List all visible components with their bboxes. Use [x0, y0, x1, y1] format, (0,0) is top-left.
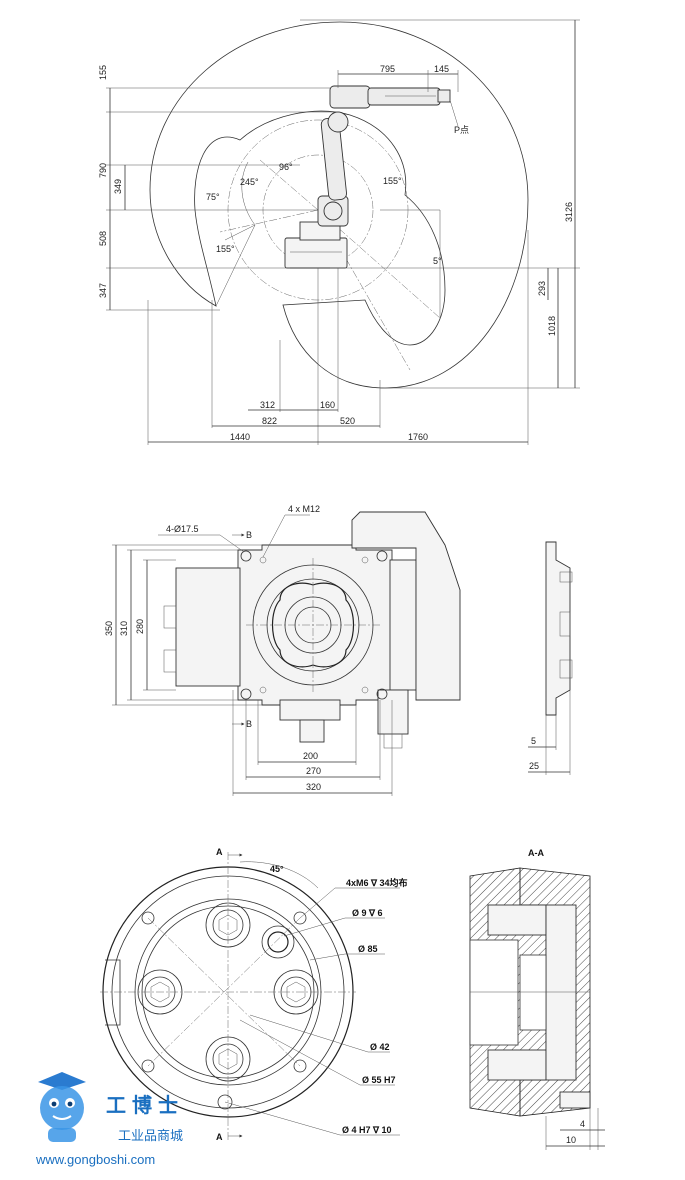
- bolt-hole-br: [376, 688, 388, 700]
- callout-d55: Ø 55 H7: [362, 1075, 396, 1085]
- dim-10: 10: [566, 1135, 576, 1145]
- section-title: A-A: [528, 848, 544, 858]
- hole-label: 4-Ø17.5: [166, 524, 199, 534]
- brand-url: www.gongboshi.com: [35, 1152, 155, 1167]
- callout-d42: Ø 42: [370, 1042, 390, 1052]
- angle-45: 45°: [270, 864, 284, 874]
- dim-3126: 3126: [564, 202, 574, 222]
- dim-795: 795: [380, 64, 395, 74]
- dim-200: 200: [303, 751, 318, 761]
- section-mark-b-top: B: [246, 530, 252, 540]
- robot-arm: [284, 85, 451, 269]
- dim-293: 293: [537, 281, 547, 296]
- dim-790: 790: [98, 163, 108, 178]
- dim-25: 25: [529, 761, 539, 771]
- dim-145: 145: [434, 64, 449, 74]
- top-view: 795 145 155 790 349 508 347 3126 293 101…: [98, 19, 580, 445]
- angle-96: 96°: [279, 162, 293, 172]
- section-mark-b-bottom: B: [246, 719, 252, 729]
- angle-155-right: 155°: [383, 176, 402, 186]
- dim-822: 822: [262, 416, 277, 426]
- callout-d85: Ø 85: [358, 944, 378, 954]
- dim-310: 310: [119, 621, 129, 636]
- dim-5: 5: [531, 736, 536, 746]
- dim-4: 4: [580, 1119, 585, 1129]
- dim-320: 320: [306, 782, 321, 792]
- angle-75: 75°: [206, 192, 220, 202]
- angle-5: 5°: [433, 256, 442, 266]
- dim-520: 520: [340, 416, 355, 426]
- base-side-view: 5 25: [528, 541, 573, 775]
- thread-label: 4 x M12: [288, 504, 320, 514]
- dim-1440: 1440: [230, 432, 250, 442]
- dim-349: 349: [113, 179, 123, 194]
- dim-270: 270: [306, 766, 321, 776]
- callout-m6: 4xM6 ∇ 34均布: [346, 877, 408, 888]
- dim-1760: 1760: [408, 432, 428, 442]
- brand-name: 工博士: [106, 1093, 184, 1117]
- base-view: 4-Ø17.5 4 x M12 B B 350 310 280 200 270 …: [104, 504, 573, 796]
- callout-d9: Ø 9 ∇ 6: [352, 908, 383, 918]
- point-p-label: P点: [454, 125, 469, 135]
- dim-350: 350: [104, 621, 114, 636]
- section-mark-a-bottom: A: [216, 1132, 223, 1142]
- mascot-icon: [38, 1072, 86, 1142]
- angle-245: 245°: [240, 177, 259, 187]
- bolt-hole-tr: [376, 550, 388, 562]
- brand-subtitle: 工业品商城: [118, 1129, 183, 1144]
- flange-view: A A 45° 4xM6 ∇ 34均布 Ø 9 ∇ 6 Ø 85 Ø 42 Ø …: [100, 847, 408, 1142]
- envelope-outline: [149, 21, 529, 389]
- angle-155-left: 155°: [216, 244, 235, 254]
- dim-155-left: 155: [98, 65, 108, 80]
- dim-1018: 1018: [547, 316, 557, 336]
- watermark-logo: 工博士 工业品商城 www.gongboshi.com: [35, 1072, 184, 1167]
- bolt-hole-bl: [240, 688, 252, 700]
- dim-312: 312: [260, 400, 275, 410]
- dim-347: 347: [98, 283, 108, 298]
- bolt-hole-tl: [240, 550, 252, 562]
- callout-d4: Ø 4 H7 ∇ 10: [342, 1125, 392, 1135]
- section-a-a: A-A 4 10: [469, 848, 605, 1150]
- dim-160: 160: [320, 400, 335, 410]
- section-mark-a-top: A: [216, 847, 223, 857]
- dim-508: 508: [98, 231, 108, 246]
- dim-280: 280: [135, 619, 145, 634]
